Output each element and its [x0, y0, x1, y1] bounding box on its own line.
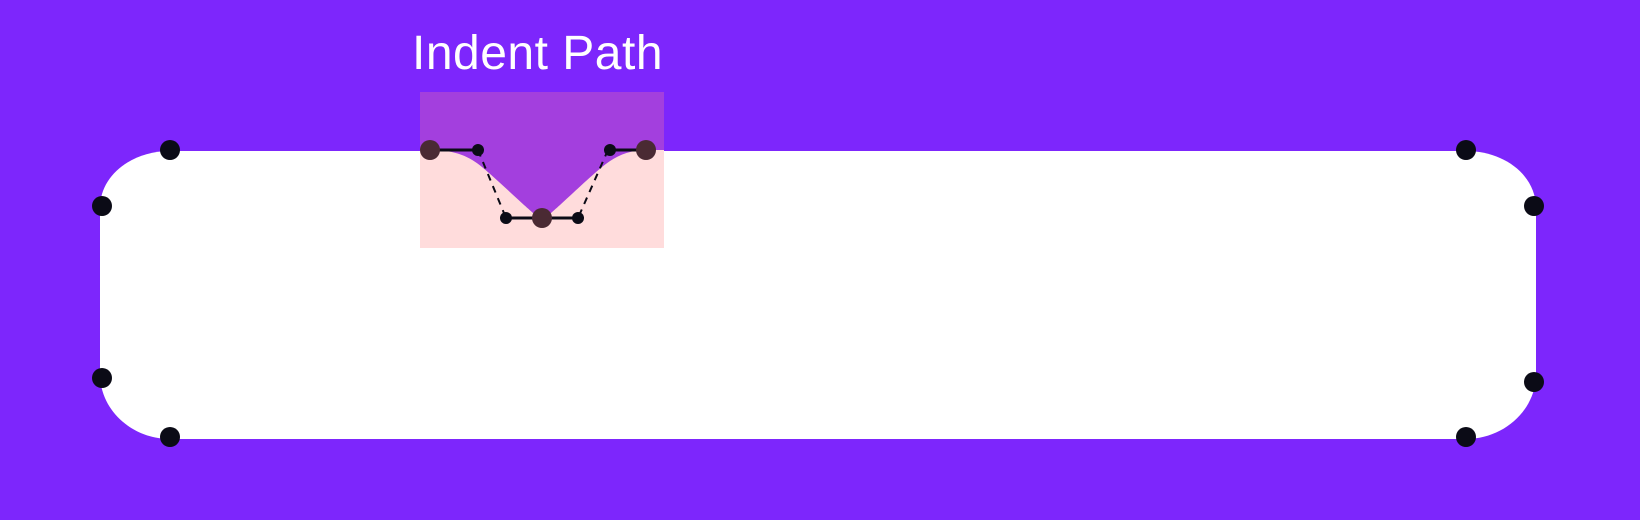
corner-point-bottom-left-bottom[interactable] [160, 427, 180, 447]
control-handle-bottom-right[interactable] [572, 212, 584, 224]
anchor-point-left[interactable] [420, 140, 440, 160]
control-handle-right-in[interactable] [604, 144, 616, 156]
diagram-title: Indent Path [412, 27, 664, 80]
corner-point-top-right-top[interactable] [1456, 140, 1476, 160]
anchor-point-bottom[interactable] [532, 208, 552, 228]
anchor-point-right[interactable] [636, 140, 656, 160]
control-handle-bottom-left[interactable] [500, 212, 512, 224]
corner-point-top-left-top[interactable] [160, 140, 180, 160]
rounded-panel [100, 151, 1536, 439]
indent-fill [420, 92, 664, 218]
corner-point-top-left-side[interactable] [92, 196, 112, 216]
corner-point-bottom-left-side[interactable] [92, 368, 112, 388]
corner-point-bottom-right-side[interactable] [1524, 372, 1544, 392]
control-handle-left-out[interactable] [472, 144, 484, 156]
corner-point-top-right-side[interactable] [1524, 196, 1544, 216]
corner-point-bottom-right-bottom[interactable] [1456, 427, 1476, 447]
